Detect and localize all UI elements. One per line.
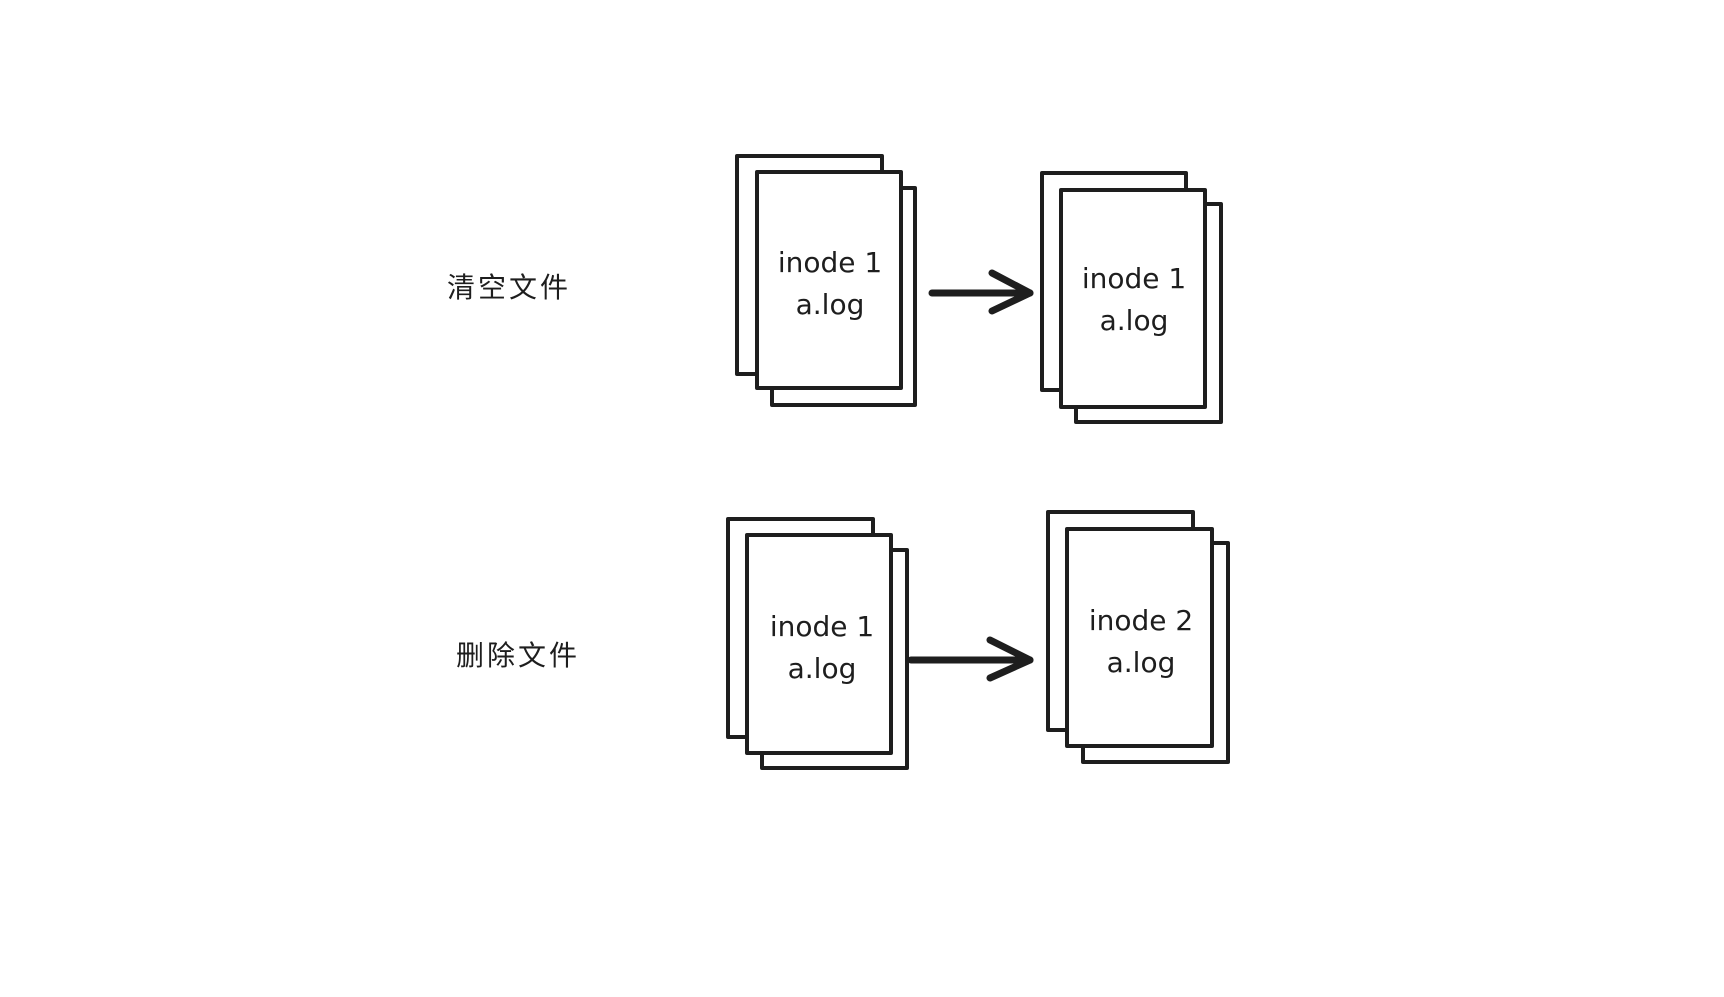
- card-inode-label: inode 1: [778, 246, 882, 279]
- card-filename-label: a.log: [788, 652, 857, 685]
- file-stack-delete-after: [1046, 510, 1230, 764]
- card-filename-label: a.log: [1107, 646, 1176, 679]
- arrow-right-icon: [928, 269, 1034, 315]
- file-stack-delete-before: [726, 517, 909, 770]
- file-stack-truncate-after: [1040, 171, 1223, 424]
- row-label-delete: 删除文件: [456, 639, 581, 672]
- card-filename-label: a.log: [796, 288, 865, 321]
- card-inode-label: inode 2: [1089, 604, 1193, 637]
- row-label-truncate: 清空文件: [447, 271, 572, 304]
- arrow-right-icon: [907, 636, 1034, 682]
- file-stack-truncate-before: [735, 154, 917, 407]
- card-inode-label: inode 1: [770, 610, 874, 643]
- card-filename-label: a.log: [1100, 304, 1169, 337]
- card-inode-label: inode 1: [1082, 262, 1186, 295]
